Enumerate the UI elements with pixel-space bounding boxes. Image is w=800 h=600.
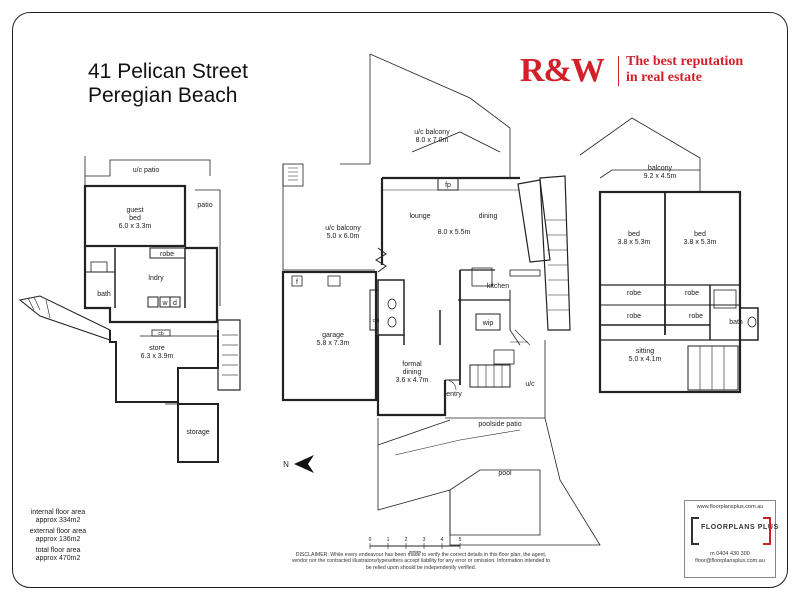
scale-tick-4: 4	[441, 537, 444, 543]
label-bed-2-dim: 3.8 x 5.3m	[684, 239, 717, 246]
scale-tick-2: 2	[405, 537, 408, 543]
floorplans-logo: FLOORPLANS PLUS	[691, 517, 778, 545]
label-poolside-patio: poolside patio	[478, 421, 521, 428]
center-level	[281, 53, 601, 546]
external-area: external floor area approx 136m2	[18, 528, 98, 544]
label-wip: wip	[482, 320, 494, 327]
label-formal: formal	[402, 361, 422, 368]
label-d: d	[173, 300, 177, 307]
label-uc-balcony-top: u/c balcony	[414, 129, 450, 136]
left-level	[18, 156, 241, 463]
room-labels: u/c patio patio guest bed 6.0 x 3.3m rob…	[97, 129, 743, 477]
label-w: w	[161, 300, 168, 307]
address-line-2: Peregian Beach	[88, 84, 238, 107]
label-dining: dining	[479, 213, 498, 220]
external-area-label: external floor area	[29, 528, 87, 535]
scale-unit: metres	[409, 549, 421, 554]
total-area: total floor area approx 470m2	[18, 547, 98, 563]
total-area-value: approx 470m2	[35, 555, 81, 562]
label-bed-1: bed	[628, 231, 640, 238]
label-entry: entry	[446, 391, 462, 398]
label-bed-1-dim: 3.8 x 5.3m	[618, 239, 651, 246]
label-f: f	[296, 279, 298, 286]
total-area-label: total floor area	[35, 547, 81, 554]
label-kitchen: kitchen	[487, 283, 509, 290]
brand-tagline-2: in real estate	[626, 70, 702, 85]
internal-area-label: internal floor area	[30, 509, 86, 516]
label-robe-d: robe	[689, 313, 703, 320]
label-formal-dining: dining	[403, 369, 422, 376]
floorplans-email[interactable]: floor@floorplansplus.com.au	[695, 558, 765, 564]
label-bath-left: bath	[97, 291, 111, 298]
logo-bracket-right	[763, 517, 771, 545]
label-patio: patio	[197, 202, 212, 209]
label-robe-a: robe	[627, 290, 641, 297]
label-store-dim: 6.3 x 3.9m	[141, 353, 174, 360]
logo-bracket-left	[691, 517, 699, 545]
label-cb: cb	[158, 331, 164, 337]
label-formal-dim: 3.6 x 4.7m	[396, 377, 429, 384]
label-living-dim: 8.0 x 5.5m	[438, 229, 471, 236]
label-store: store	[149, 345, 165, 352]
floorplans-website[interactable]: www.floorplansplus.com.au	[696, 504, 764, 510]
label-robe-c: robe	[627, 313, 641, 320]
label-uc-patio: u/c patio	[133, 167, 160, 174]
north-label: N	[283, 460, 289, 469]
floorplans-plus-card: www.floorplansplus.com.au FLOORPLANS PLU…	[684, 500, 778, 578]
label-robe-b: robe	[685, 290, 699, 297]
label-pool: pool	[498, 470, 512, 477]
scale-tick-1: 1	[387, 537, 390, 543]
label-lndry: lndry	[148, 275, 164, 282]
label-bath-right: bath	[729, 319, 743, 326]
brand-mark: R&W	[520, 52, 605, 89]
floorplans-contact: m 0404 430 300 floor@floorplansplus.com.…	[685, 551, 775, 565]
label-balcony-right: balcony	[648, 165, 673, 172]
brand-tagline: The best reputation in real estate	[626, 54, 796, 86]
floorplans-phone[interactable]: m 0404 430 300	[710, 551, 750, 557]
label-lounge: lounge	[409, 213, 430, 220]
brand-divider	[618, 56, 619, 86]
label-balcony-right-dim: 9.2 x 4.5m	[644, 173, 677, 180]
label-bed-2: bed	[694, 231, 706, 238]
internal-area-value: approx 334m2	[35, 517, 81, 524]
floorplans-logo-text: FLOORPLANS PLUS	[701, 524, 779, 531]
label-storage: storage	[186, 429, 209, 436]
label-uc-balcony-left-dim: 5.0 x 6.0m	[327, 233, 360, 240]
property-address: 41 Pelican Street Peregian Beach	[88, 60, 248, 108]
label-cb-center: c/b	[373, 318, 380, 324]
scale-bar: 0 1 2 3 4 5 metres	[369, 537, 462, 554]
label-garage: garage	[322, 332, 344, 339]
scale-tick-0: 0	[369, 537, 372, 543]
label-robe-left: robe	[160, 251, 174, 258]
label-guest-bed: bed	[129, 215, 141, 222]
label-guest: guest	[126, 207, 143, 214]
internal-area: internal floor area approx 334m2	[18, 509, 98, 525]
address-line-1: 41 Pelican Street	[88, 60, 248, 83]
right-level	[579, 117, 759, 394]
label-sitting-dim: 5.0 x 4.1m	[629, 356, 662, 363]
disclaimer: DISCLAIMER: While every endeavour has be…	[291, 552, 551, 571]
label-sitting: sitting	[636, 348, 654, 355]
brand-tagline-1: The best reputation	[626, 54, 744, 69]
scale-tick-5: 5	[459, 537, 462, 543]
label-garage-dim: 5.8 x 7.3m	[317, 340, 350, 347]
external-area-value: approx 136m2	[35, 536, 81, 543]
label-uc-balcony-left: u/c balcony	[325, 225, 361, 232]
page-frame	[12, 12, 788, 588]
scale-tick-3: 3	[423, 537, 426, 543]
floor-area-summary: internal floor area approx 334m2 externa…	[18, 509, 98, 566]
label-uc-center: u/c	[525, 381, 535, 388]
label-guest-bed-dim: 6.0 x 3.3m	[119, 223, 152, 230]
north-arrow: N	[283, 455, 314, 473]
label-uc-balcony-top-dim: 8.0 x 7.0m	[416, 137, 449, 144]
label-fp: fp	[445, 182, 451, 189]
